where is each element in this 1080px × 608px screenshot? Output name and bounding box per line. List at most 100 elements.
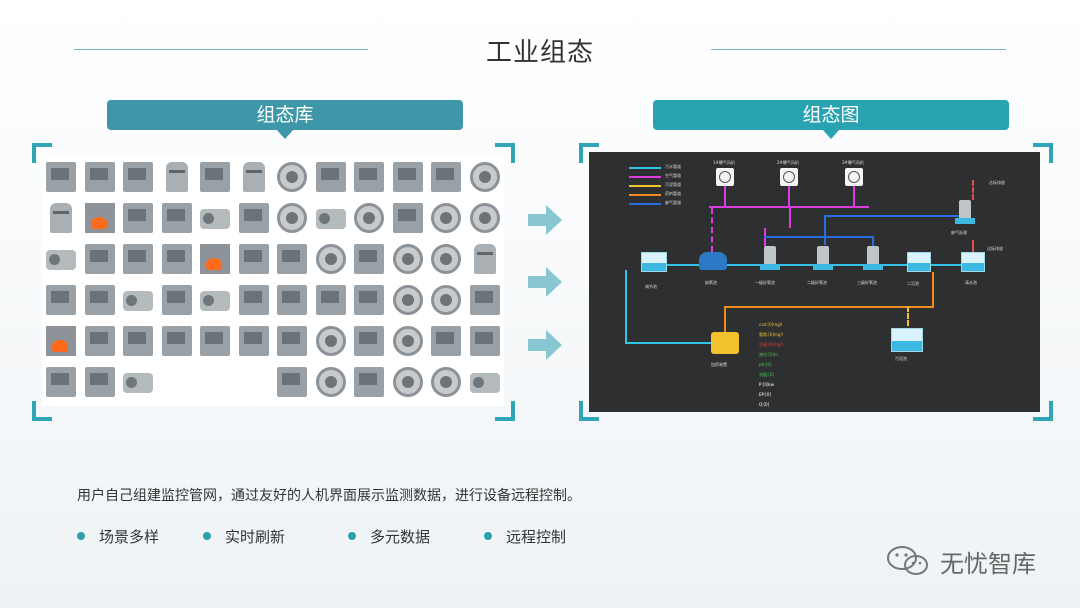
clear-water-tank[interactable] xyxy=(961,252,985,272)
equipment-fire-icon[interactable] xyxy=(84,203,115,233)
equipment-fire-icon[interactable] xyxy=(200,244,230,274)
equipment-box-icon[interactable] xyxy=(431,326,461,356)
fan-icon[interactable] xyxy=(716,168,734,186)
equipment-box-icon[interactable] xyxy=(277,244,307,274)
equipment-pump-icon[interactable] xyxy=(46,250,76,270)
equipment-fan-icon[interactable] xyxy=(315,244,346,274)
equipment-box-icon[interactable] xyxy=(277,326,307,356)
equipment-box-icon[interactable] xyxy=(161,326,192,356)
equipment-box-icon[interactable] xyxy=(123,326,153,356)
equipment-box-icon[interactable] xyxy=(84,285,115,315)
equipment-box-icon[interactable] xyxy=(238,285,269,315)
node-label: 一级好氧池 xyxy=(755,280,775,285)
equipment-fan-icon[interactable] xyxy=(277,162,307,192)
fan-icon[interactable] xyxy=(845,168,863,186)
feature-item: 实时刷新 xyxy=(203,526,285,547)
equipment-tank-icon[interactable] xyxy=(165,162,188,192)
equipment-box-icon[interactable] xyxy=(354,162,384,192)
fan-icon[interactable] xyxy=(780,168,798,186)
readout-value: cod:[0]mg/l xyxy=(759,322,783,327)
readout-value: 氨氮:[0]mg/l xyxy=(759,332,783,337)
equipment-tank-icon[interactable] xyxy=(473,244,496,274)
equipment-pump-icon[interactable] xyxy=(200,291,230,311)
equipment-box-icon[interactable] xyxy=(315,162,346,192)
equipment-pump-icon[interactable] xyxy=(315,209,346,229)
arrow-right-icon xyxy=(528,205,562,235)
equipment-fan-icon[interactable] xyxy=(469,162,500,192)
library-header: 组态库 xyxy=(107,100,463,139)
equipment-box-icon[interactable] xyxy=(315,285,346,315)
equipment-tank-icon[interactable] xyxy=(50,203,72,233)
equipment-box-icon[interactable] xyxy=(238,203,269,233)
equipment-box-icon[interactable] xyxy=(46,162,76,192)
bullet-icon xyxy=(77,531,85,540)
equipment-box-icon[interactable] xyxy=(431,162,461,192)
equipment-box-icon[interactable] xyxy=(161,285,192,315)
equipment-fan-icon[interactable] xyxy=(277,203,307,233)
equipment-fan-icon[interactable] xyxy=(392,367,423,397)
node-label: 调节池 xyxy=(645,284,657,289)
equipment-fan-icon[interactable] xyxy=(431,367,461,397)
equipment-box-icon[interactable] xyxy=(469,326,500,356)
equipment-box-icon[interactable] xyxy=(123,203,153,233)
title-divider-left xyxy=(74,49,368,50)
equipment-fan-icon[interactable] xyxy=(392,326,423,356)
equipment-box-icon[interactable] xyxy=(123,244,153,274)
equipment-box-icon[interactable] xyxy=(354,367,384,397)
equipment-tank-icon[interactable] xyxy=(242,162,265,192)
regulating-tank[interactable] xyxy=(641,252,667,272)
node-label: 达标排放 xyxy=(987,246,1003,251)
fan-label: 3#曝气风机 xyxy=(842,160,864,165)
primary-aerobic-tank[interactable] xyxy=(760,246,780,270)
equipment-box-icon[interactable] xyxy=(238,244,269,274)
equipment-box-icon[interactable] xyxy=(392,162,423,192)
secondary-aerobic-tank[interactable] xyxy=(813,246,833,270)
equipment-box-icon[interactable] xyxy=(238,326,269,356)
equipment-box-icon[interactable] xyxy=(277,367,307,397)
equipment-box-icon[interactable] xyxy=(161,244,192,274)
equipment-pump-icon[interactable] xyxy=(469,373,500,393)
equipment-box-icon[interactable] xyxy=(200,162,230,192)
equipment-box-icon[interactable] xyxy=(354,326,384,356)
equipment-box-icon[interactable] xyxy=(392,203,423,233)
equipment-fan-icon[interactable] xyxy=(431,244,461,274)
equipment-fan-icon[interactable] xyxy=(315,326,346,356)
equipment-box-icon[interactable] xyxy=(46,367,76,397)
sludge-pipe xyxy=(724,306,934,308)
equipment-fan-icon[interactable] xyxy=(354,203,384,233)
air-pipe xyxy=(709,206,869,208)
equipment-box-icon[interactable] xyxy=(84,326,115,356)
fan-label: 2#曝气风机 xyxy=(777,160,799,165)
equipment-box-icon[interactable] xyxy=(84,162,115,192)
equipment-fan-icon[interactable] xyxy=(392,285,423,315)
equipment-box-icon[interactable] xyxy=(277,285,307,315)
secondary-settling-tank[interactable] xyxy=(907,252,931,272)
equipment-box-icon[interactable] xyxy=(469,285,500,315)
empty-slot xyxy=(162,367,192,397)
equipment-box-icon[interactable] xyxy=(84,244,115,274)
equipment-pump-icon[interactable] xyxy=(123,291,153,311)
air-pipe xyxy=(789,208,791,228)
equipment-fan-icon[interactable] xyxy=(315,367,346,397)
equipment-fan-icon[interactable] xyxy=(469,203,500,233)
tertiary-aerobic-tank[interactable] xyxy=(863,246,883,270)
equipment-pump-icon[interactable] xyxy=(123,373,153,393)
equipment-pump-icon[interactable] xyxy=(200,209,230,229)
equipment-fan-icon[interactable] xyxy=(431,285,461,315)
equipment-box-icon[interactable] xyxy=(161,203,192,233)
equipment-box-icon[interactable] xyxy=(84,367,115,397)
equipment-box-icon[interactable] xyxy=(354,244,384,274)
equipment-box-icon[interactable] xyxy=(46,285,76,315)
equipment-fan-icon[interactable] xyxy=(431,203,461,233)
legend-swatch xyxy=(629,167,661,169)
dosing-device[interactable] xyxy=(711,332,739,354)
exhaust-treatment-unit[interactable] xyxy=(955,200,975,224)
equipment-box-icon[interactable] xyxy=(354,285,384,315)
equipment-fire-icon[interactable] xyxy=(46,326,76,356)
sludge-tank[interactable] xyxy=(891,328,923,352)
anaerobic-tank[interactable] xyxy=(699,252,727,270)
equipment-box-icon[interactable] xyxy=(200,326,230,356)
equipment-box-icon[interactable] xyxy=(123,162,153,192)
equipment-fan-icon[interactable] xyxy=(392,244,423,274)
process-diagram-panel: 污水管道 空气管道 污泥管道 药剂管道 废气管道 1#曝气风机 2#曝气风机 3… xyxy=(589,152,1040,412)
